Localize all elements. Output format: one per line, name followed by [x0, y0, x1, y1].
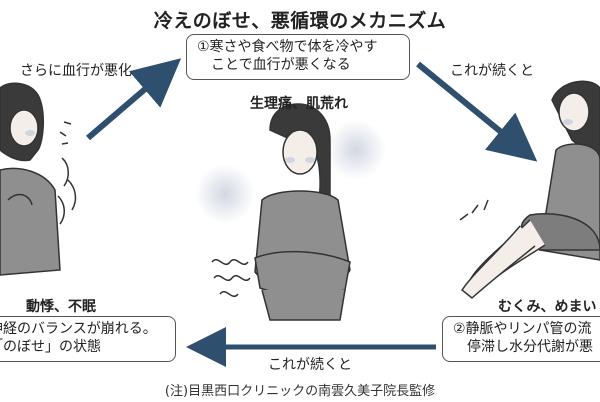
- footnote: (注)目黒西口クリニックの南雲久美子院長監修: [164, 384, 436, 399]
- arrow-label-top-left: さらに血行が悪化: [20, 63, 132, 79]
- symptom-center: 生理痛、肌荒れ: [250, 96, 348, 112]
- step2-box: ②静脈やリンパ管の流 停滞し水分代謝が悪: [442, 316, 600, 362]
- step3-box: 神経のバランスが崩れる。 「のぼせ」の状態: [0, 316, 176, 362]
- symptom-right: むくみ、めまい: [498, 299, 597, 315]
- step3-line1: 神経のバランスが崩れる。: [0, 321, 157, 337]
- step1-box: ①寒さや食べ物で体を冷やす ことで血行が悪くなる: [186, 34, 410, 80]
- woman-cramps: [211, 103, 351, 321]
- arrow-label-top-right: これが続くと: [450, 63, 534, 79]
- step3-line2: 「のぼせ」の状態: [0, 339, 101, 355]
- discomfort-aura: [195, 164, 255, 224]
- woman-swelling: [459, 80, 600, 299]
- arrow-label-bottom: これが続くと: [268, 357, 352, 373]
- arrow-top-left: [86, 58, 182, 141]
- step2-line2: 停滞し水分代謝が悪: [467, 339, 593, 355]
- step2-line1: ②静脈やリンパ管の流: [453, 321, 592, 337]
- step1-line1: ①寒さや食べ物で体を冷やす: [197, 39, 378, 55]
- woman-palpitations: [0, 82, 77, 276]
- symptom-left: 動悸、不眠: [26, 299, 96, 315]
- diagram-title: 冷えのぼせ、悪循環のメカニズム: [153, 10, 447, 32]
- step1-line2: ことで血行が悪くなる: [211, 57, 351, 73]
- arrow-top-right: [416, 61, 538, 162]
- discomfort-aura: [326, 120, 386, 180]
